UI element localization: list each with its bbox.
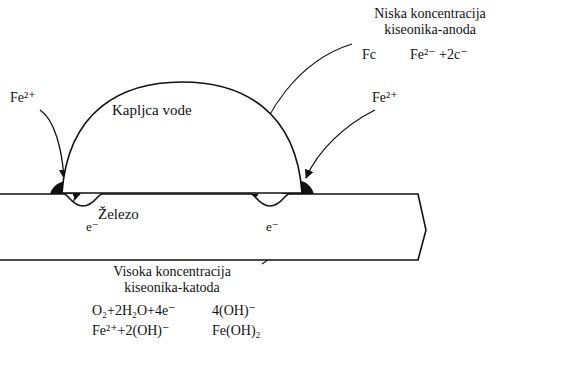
anode-note: Niska koncentracija kiseonika-anoda [355, 6, 505, 38]
ion-arrow [40, 110, 64, 178]
reaction-text: Fe²⁻ +2c⁻ [410, 47, 468, 63]
reaction-text: Fe²⁺+2(OH)⁻ [92, 323, 169, 339]
iron-bar-outline [0, 190, 428, 262]
reaction-text: O₂+2H₂O+4e⁻ [92, 303, 176, 319]
electron-label: e⁻ [86, 220, 99, 235]
node-text: Železo [98, 206, 139, 223]
cathode-note: Visoka koncentracija kiseonika-katoda [92, 264, 252, 296]
reaction-text: Fe(OH)₂ [212, 323, 260, 339]
reaction-text: Fc [362, 47, 376, 63]
electron-label: e⁻ [266, 220, 279, 235]
water-droplet-outline [62, 80, 302, 193]
ion-arrow [306, 110, 375, 178]
iron-bar: Železo [0, 190, 428, 262]
water-droplet: Kapljca vode [62, 80, 302, 193]
reaction-text: 4(OH)⁻ [212, 303, 256, 319]
node-text: Kapljca vode [112, 102, 192, 119]
ion-label: Fe²⁺ [372, 90, 398, 106]
ion-label: Fe²⁺ [10, 90, 36, 106]
